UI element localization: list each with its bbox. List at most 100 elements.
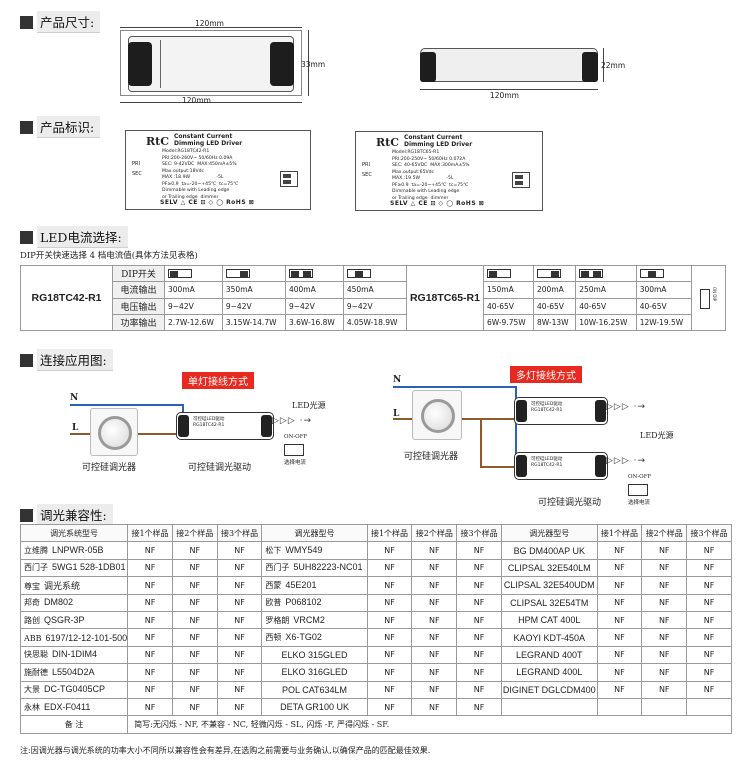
led-chain-icon: ▷▷▷ ·→ <box>272 416 313 426</box>
dimmer-model: LEGRAND 400T <box>516 649 583 660</box>
compat-result-cell <box>596 697 643 717</box>
compat-result-cell: NF <box>127 610 173 630</box>
compat-result-cell: NF <box>686 593 732 612</box>
section-marker-icon <box>20 15 33 29</box>
select-switch-icon <box>284 444 304 456</box>
dimmer-model: 调光系统 <box>44 580 81 591</box>
compat-result-cell: NF <box>411 576 458 595</box>
dimmer-model: 5WG1 528-1DB01 <box>52 562 126 573</box>
compat-header-cell: 接1个样品 <box>596 523 643 543</box>
dip-table: RG18TC42-R1 DIP开关 RG18TC65-R1 ON DIP 电流输… <box>20 264 726 332</box>
compat-result-cell: NF <box>216 610 263 630</box>
top-height-label: 33mm <box>301 60 326 69</box>
compat-result-cell: NF <box>127 628 173 647</box>
compat-result-cell: NF <box>216 576 263 595</box>
compat-result-cell: NF <box>366 610 413 630</box>
compat-result-cell: NF <box>456 576 502 595</box>
dimmer-model: DIN-1DIM4 <box>52 649 98 660</box>
compat-result-cell: NF <box>366 663 413 682</box>
dimmer-device <box>90 408 138 456</box>
dip-setting <box>284 264 344 283</box>
compat-result-cell: NF <box>366 697 413 717</box>
compat-result-cell: NF <box>456 558 502 578</box>
section-size-heading: 产品尺寸: <box>20 11 101 33</box>
compat-result-cell: NF <box>171 610 218 630</box>
compat-result-cell: NF <box>216 628 263 647</box>
compat-result-cell: NF <box>171 541 218 560</box>
compat-result-cell: NF <box>596 645 643 665</box>
multi-title: 多灯接线方式 <box>510 366 582 383</box>
dimmer-model: P068102 <box>285 597 322 608</box>
driver-label: 可控硅调光驱动 <box>188 463 252 473</box>
compat-header-cell: 接2个样品 <box>641 523 688 543</box>
dimmer-model-cell: 尊宝调光系统 <box>19 576 129 595</box>
compat-result-cell: NF <box>456 593 502 612</box>
compat-result-cell: NF <box>411 663 458 682</box>
compat-result-cell: NF <box>641 610 688 630</box>
dimmer-brand: 快思聪 <box>24 650 48 660</box>
led-chain-icon: ▷▷▷ ·→ <box>606 456 647 466</box>
section-marker-icon <box>20 353 33 367</box>
note-text: 简写:无闪烁 - NF, 不兼容 - NC, 轻微闪烁 - SL, 闪烁 -F,… <box>127 715 732 734</box>
dimmer-model: X6-TG02 <box>285 632 322 643</box>
dimmer-model-cell: HPM CAT 400L <box>500 610 598 630</box>
compat-result-cell: NF <box>216 541 263 560</box>
dimmer-model-cell: LEGRAND 400L <box>500 663 598 682</box>
compat-result-cell: NF <box>456 645 502 665</box>
compat-result-cell: NF <box>216 593 263 612</box>
dimmer-model-cell: 快思聪 DIN-1DIM4 <box>19 645 129 665</box>
dip-on-legend: ON DIP <box>691 265 726 331</box>
select-switch-icon <box>628 484 648 496</box>
compat-result-cell: NF <box>366 680 413 699</box>
dimmer-model-cell: 西门子 5WG1 528-1DB01 <box>19 558 129 578</box>
dip-setting <box>533 264 577 283</box>
dimmer-brand: 尊宝 <box>24 581 40 591</box>
compat-result-cell: NF <box>171 593 218 612</box>
dimmer-brand: 施耐德 <box>24 667 48 677</box>
compat-result-cell: NF <box>366 593 413 612</box>
dimmer-model: WMY549 <box>285 545 323 556</box>
dimmer-brand: 西顿 <box>265 633 282 643</box>
compat-result-cell: NF <box>171 645 218 665</box>
cert-marks: SELV △ CE ⊡ ◇ ◯ RoHS ⊠ <box>160 199 255 206</box>
driver-label: 可控硅调光驱动 <box>538 498 602 508</box>
compat-result-cell: NF <box>596 680 643 699</box>
compat-header-cell: 接2个样品 <box>171 523 218 543</box>
compat-header-cell: 调光器型号 <box>500 523 598 543</box>
note-label: 备 注 <box>19 715 129 734</box>
compat-result-cell: NF <box>686 680 732 699</box>
compat-result-cell: NF <box>366 541 413 560</box>
dimmer-brand: 永林 <box>24 702 40 712</box>
dimmer-brand: 西门子 <box>24 563 48 573</box>
brand-logo: RtC <box>376 136 399 149</box>
dimmer-model: CLIPSAL 32E540UDM <box>503 580 595 591</box>
dimmer-brand: 邦奇 <box>24 598 40 608</box>
compat-result-cell: NF <box>411 593 458 612</box>
compat-result-cell: NF <box>171 697 218 717</box>
compat-result-cell: NF <box>641 593 688 612</box>
compat-result-cell: NF <box>596 541 643 560</box>
section-marker-icon <box>20 120 33 134</box>
compat-result-cell: NF <box>171 680 218 699</box>
dip-setting <box>164 264 223 283</box>
dimmer-model: CLIPSAL 32E540LM <box>507 562 591 573</box>
label-spec-text: Model:RG18TC65-R1 PRI:200-250V~ 50/60Hz … <box>392 150 470 201</box>
compat-result-cell: NF <box>686 558 732 578</box>
dimmer-model-cell: CLIPSAL 32E540UDM <box>500 576 598 595</box>
compat-result-cell: NF <box>366 576 413 595</box>
compat-result-cell: NF <box>456 610 502 630</box>
compat-result-cell: NF <box>596 628 643 647</box>
dimmer-model-cell: CLIPSAL 32E54TM <box>500 593 598 612</box>
side-width-label: 120mm <box>490 91 519 100</box>
dimmer-model: DETA GR100 UK <box>280 702 349 713</box>
compat-result-cell: NF <box>641 628 688 647</box>
compat-result-cell: NF <box>127 680 173 699</box>
